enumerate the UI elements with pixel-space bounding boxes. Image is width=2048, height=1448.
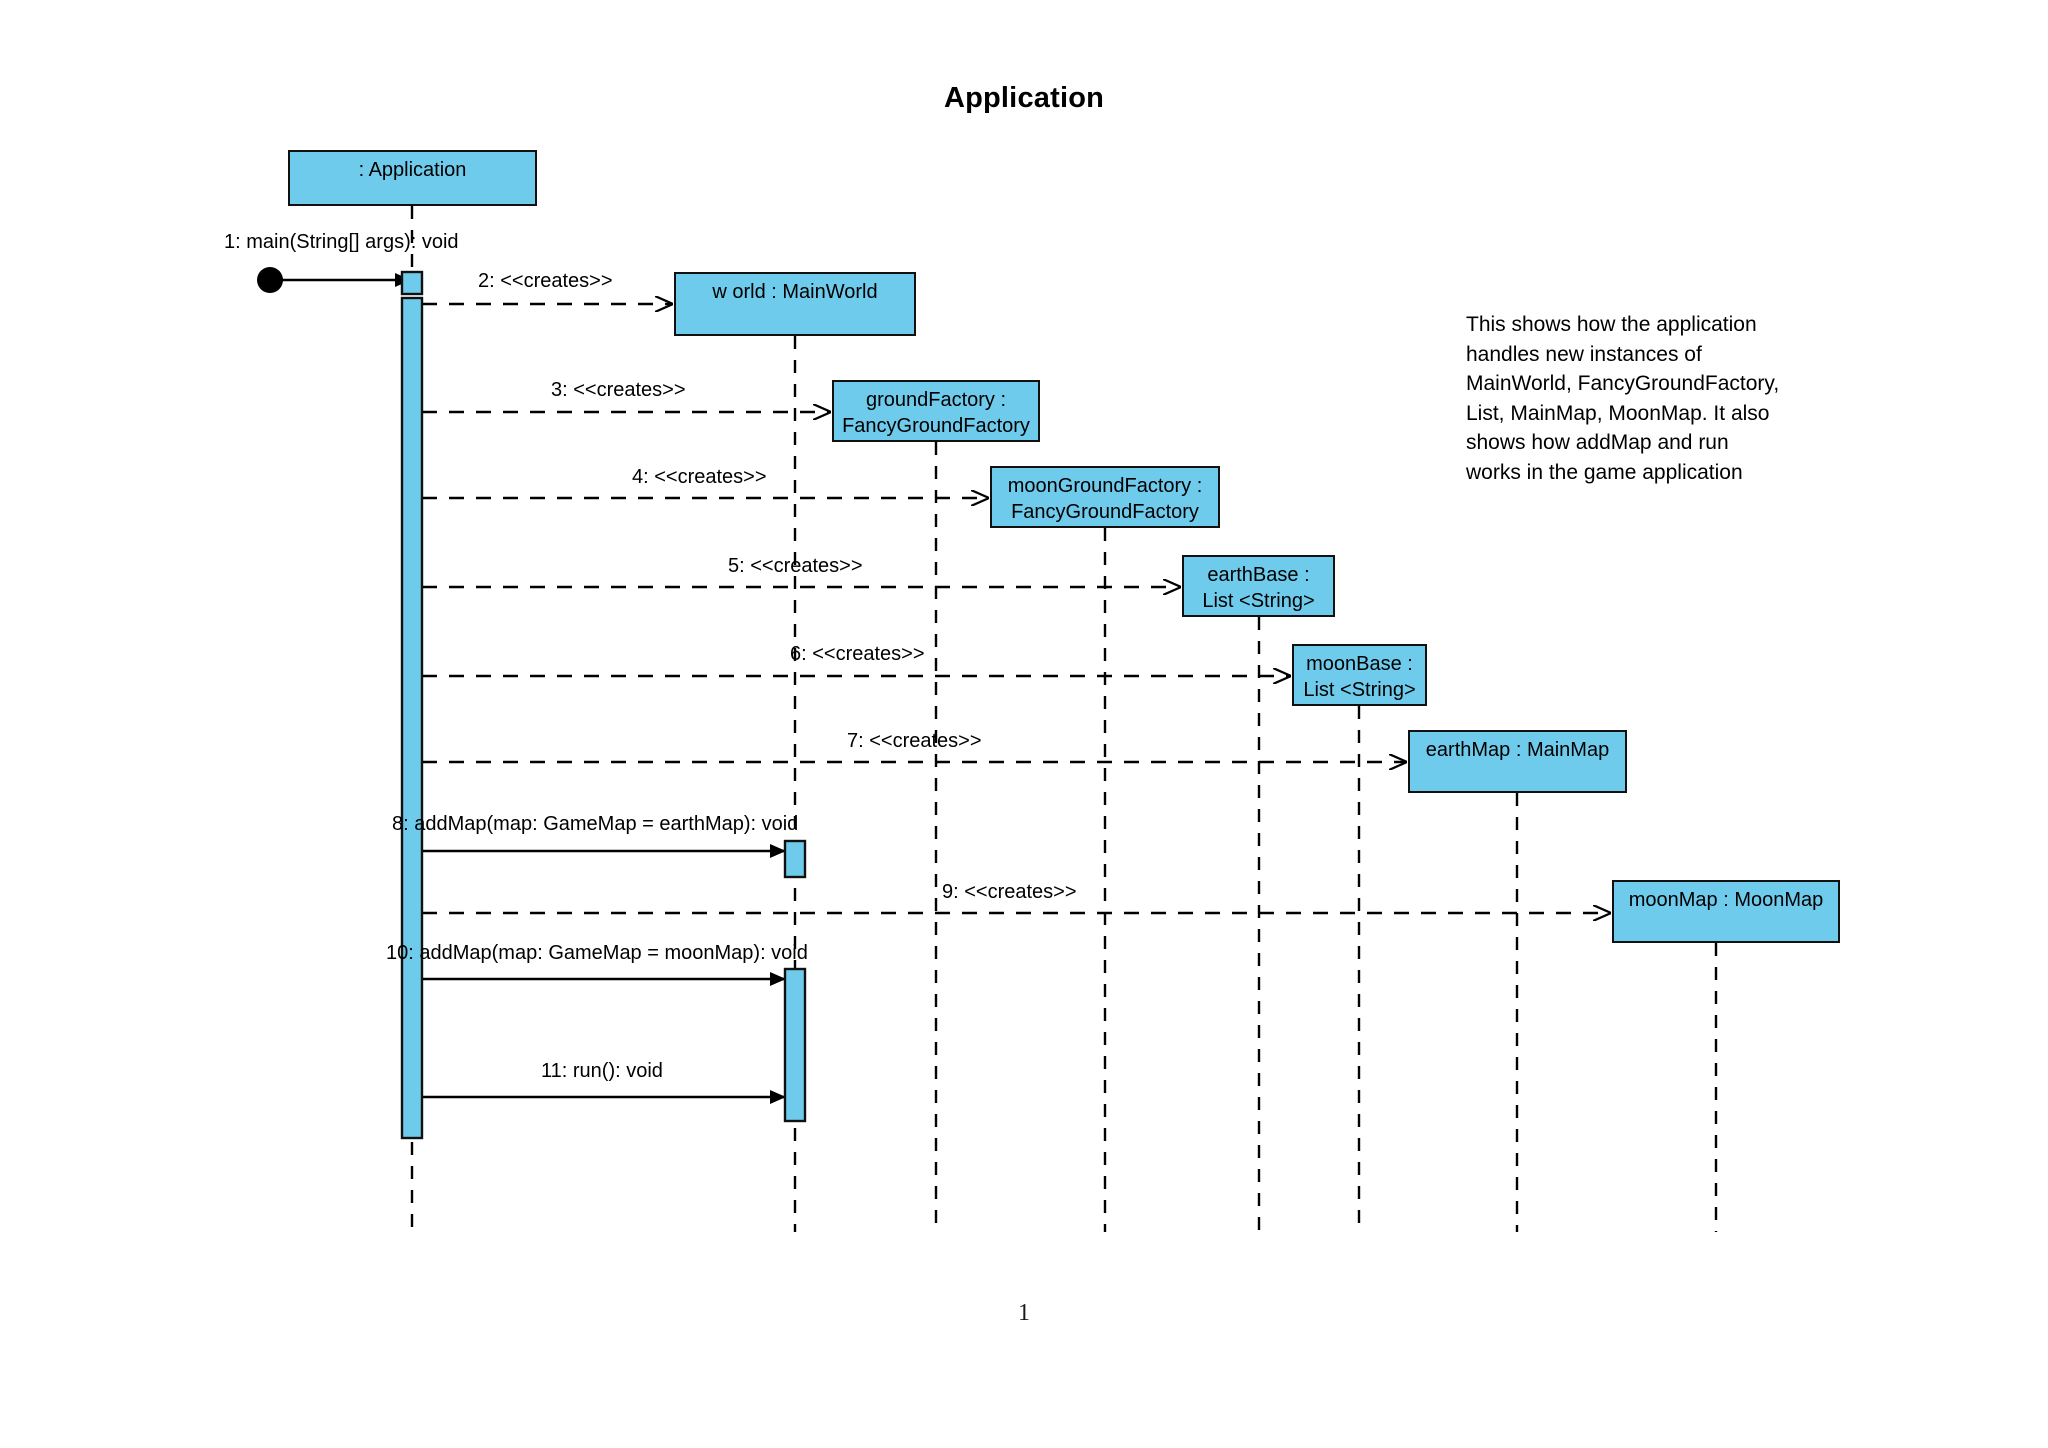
lifeline-label-world: w orld : MainWorld xyxy=(712,281,878,303)
message-label-5: 5: <<creates>> xyxy=(728,555,863,577)
lifeline-label-application: : Application xyxy=(358,159,467,181)
found-message-start-dot xyxy=(257,267,283,293)
message-label-9: 9: <<creates>> xyxy=(942,881,1077,903)
lifeline-box-earthBase[interactable]: earthBase : List <String> xyxy=(1182,555,1335,617)
activation-bar-world-3 xyxy=(783,967,807,1123)
message-label-6: 6: <<creates>> xyxy=(790,643,925,665)
lifeline-label-moonGroundFactory: moonGroundFactory : FancyGroundFactory xyxy=(1007,475,1203,523)
message-arrows-layer xyxy=(270,273,1610,1104)
lifeline-box-moonGroundFactory[interactable]: moonGroundFactory : FancyGroundFactory xyxy=(990,466,1220,528)
lifeline-box-groundFactory[interactable]: groundFactory : FancyGroundFactory xyxy=(832,380,1040,442)
message-label-3: 3: <<creates>> xyxy=(551,379,686,401)
activation-bar-application-0 xyxy=(400,270,424,296)
lifeline-box-moonBase[interactable]: moonBase : List <String> xyxy=(1292,644,1427,706)
lifeline-label-groundFactory: groundFactory : FancyGroundFactory xyxy=(842,389,1030,437)
lifeline-box-world[interactable]: w orld : MainWorld xyxy=(674,272,916,336)
page-number: 1 xyxy=(1018,1300,1030,1326)
lifeline-label-moonMap: moonMap : MoonMap xyxy=(1628,889,1824,911)
message-label-10: 10: addMap(map: GameMap = moonMap): void xyxy=(386,942,808,964)
page-title: Application xyxy=(943,82,1105,114)
activation-bar-world-2 xyxy=(783,839,807,879)
note-text: This shows how the application handles n… xyxy=(1466,313,1780,484)
lifeline-box-earthMap[interactable]: earthMap : MainMap xyxy=(1408,730,1627,793)
message-label-8: 8: addMap(map: GameMap = earthMap): void xyxy=(392,813,799,835)
lifeline-box-application[interactable]: : Application xyxy=(288,150,537,206)
activation-bars-layer xyxy=(400,270,807,1140)
activation-bar-application-1 xyxy=(400,296,424,1140)
lifeline-label-earthMap: earthMap : MainMap xyxy=(1425,739,1610,761)
message-label-7: 7: <<creates>> xyxy=(847,730,982,752)
lifeline-label-earthBase: earthBase : List <String> xyxy=(1202,564,1315,612)
found-message-layer xyxy=(257,267,283,293)
message-label-2: 2: <<creates>> xyxy=(478,270,613,292)
lifeline-label-moonBase: moonBase : List <String> xyxy=(1303,653,1416,701)
lifeline-box-moonMap[interactable]: moonMap : MoonMap xyxy=(1612,880,1840,943)
message-label-1: 1: main(String[] args): void xyxy=(224,231,459,253)
message-label-4: 4: <<creates>> xyxy=(632,466,767,488)
message-label-11: 11: run(): void xyxy=(541,1060,663,1082)
